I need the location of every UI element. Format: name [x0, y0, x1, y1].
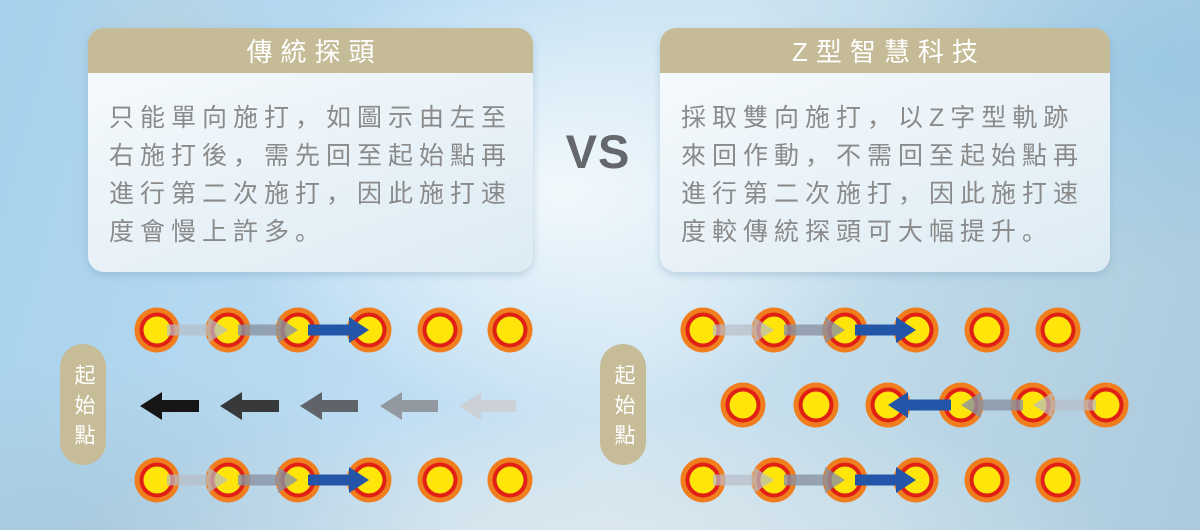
path-arrow-lightgray	[1033, 392, 1096, 418]
probe-dot	[1083, 382, 1129, 428]
probe-dot	[964, 457, 1010, 503]
probe-dot	[134, 457, 180, 503]
vs-label: VS	[565, 125, 631, 178]
probe-dot	[964, 307, 1010, 353]
probe-dot	[134, 307, 180, 353]
probe-dot	[205, 307, 251, 353]
probe-dot	[822, 307, 868, 353]
probe-dot	[487, 457, 533, 503]
probe-dot	[417, 457, 463, 503]
z-type-tech-card: Z型智慧科技 採取雙向施打，以Z字型軌跡 來回作動，不需回至起始點再 進行第二次…	[660, 28, 1110, 272]
path-arrow-lightgray	[713, 317, 774, 343]
path-arrow-gray	[784, 467, 845, 493]
probe-dot	[417, 307, 463, 353]
probe-dot	[275, 307, 321, 353]
card-body-line: 度較傳統探頭可大幅提升。	[681, 218, 1054, 246]
card-body-line: 進行第二次施打，因此施打速	[109, 180, 513, 208]
probe-dot	[793, 382, 839, 428]
probe-dot	[346, 307, 392, 353]
probe-dot	[865, 382, 911, 428]
path-arrow-gray	[238, 317, 298, 343]
card-body-line: 右施打後，需先回至起始點再	[109, 142, 513, 170]
return-arrow	[220, 392, 279, 420]
probe-dot	[720, 382, 766, 428]
start-point-label-z-type: 起始點	[600, 344, 646, 465]
z-type-tech-card-body: 採取雙向施打，以Z字型軌跡 來回作動，不需回至起始點再 進行第二次施打，因此施打…	[660, 73, 1110, 251]
path-arrow-blue	[855, 317, 916, 343]
probe-dot	[1035, 307, 1081, 353]
path-arrow-blue	[855, 467, 916, 493]
probe-dot	[1010, 382, 1056, 428]
path-arrow-lightgray	[713, 467, 774, 493]
traditional-probe-card-title: 傳統探頭	[88, 28, 533, 73]
return-arrow	[140, 392, 199, 420]
path-arrow-blue	[308, 317, 369, 343]
return-arrow	[459, 392, 516, 420]
probe-dot	[751, 457, 797, 503]
probe-dot	[751, 307, 797, 353]
probe-dot	[487, 307, 533, 353]
probe-dot	[893, 457, 939, 503]
probe-dot	[205, 457, 251, 503]
probe-dot	[680, 457, 726, 503]
probe-dot	[1035, 457, 1081, 503]
path-arrow-gray	[961, 392, 1023, 418]
path-arrow-lightgray	[167, 317, 228, 343]
traditional-probe-card: 傳統探頭 只能單向施打，如圖示由左至 右施打後，需先回至起始點再 進行第二次施打…	[88, 28, 533, 272]
card-body-line: 進行第二次施打，因此施打速	[681, 180, 1085, 208]
path-arrow-blue	[888, 392, 951, 418]
probe-dot	[822, 457, 868, 503]
path-arrow-gray	[784, 317, 845, 343]
probe-dot	[938, 382, 984, 428]
probe-dot	[893, 307, 939, 353]
card-body-line: 度會慢上許多。	[109, 218, 327, 246]
traditional-probe-card-body: 只能單向施打，如圖示由左至 右施打後，需先回至起始點再 進行第二次施打，因此施打…	[88, 73, 533, 251]
z-type-tech-card-title: Z型智慧科技	[660, 28, 1110, 73]
start-point-label-traditional: 起始點	[60, 344, 106, 465]
probe-dot	[275, 457, 321, 503]
card-body-line: 採取雙向施打，以Z字型軌跡	[681, 104, 1075, 132]
return-arrow	[300, 392, 358, 420]
probe-dot	[346, 457, 392, 503]
path-arrow-lightgray	[167, 467, 228, 493]
card-body-line: 只能單向施打，如圖示由左至	[109, 104, 513, 132]
card-body-line: 來回作動，不需回至起始點再	[681, 142, 1085, 170]
path-arrow-gray	[238, 467, 298, 493]
path-arrow-blue	[308, 467, 369, 493]
return-arrow	[380, 392, 438, 420]
probe-dot	[680, 307, 726, 353]
